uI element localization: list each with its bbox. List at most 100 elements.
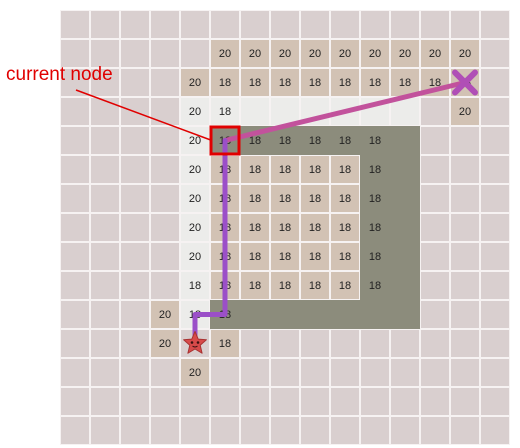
grid-cell-wall: 18 [360,155,390,184]
cell-cost-label: 18 [368,163,382,176]
grid-cell-empty [360,416,390,445]
grid-cell-empty [120,97,150,126]
grid-cell-empty [150,184,180,213]
grid-cell-visited: 20 [180,242,210,271]
grid-cell-empty [480,300,510,329]
cell-cost-label: 20 [188,134,202,147]
cell-cost-label: 18 [368,134,382,147]
grid-cell-open: 18 [210,242,240,271]
grid-cell-empty [150,387,180,416]
grid-cell-empty [300,416,330,445]
grid-cell-empty [90,271,120,300]
grid-cell-visited: 18 [180,271,210,300]
grid-cell-wall: 18 [360,184,390,213]
cell-cost-label: 18 [218,76,232,89]
grid-cell-empty [90,387,120,416]
grid-cell-empty [420,213,450,242]
grid-cell-empty [240,10,270,39]
grid-cell-wall [390,184,420,213]
grid-cell-empty [450,271,480,300]
cell-cost-label: 20 [188,163,202,176]
cell-cost-label: 18 [398,76,412,89]
grid-cell-empty [210,358,240,387]
grid-cell-empty [150,358,180,387]
cell-cost-label: 20 [188,221,202,234]
grid-cell-open: 18 [390,68,420,97]
grid-cell-wall [390,126,420,155]
grid-cell-empty [120,39,150,68]
grid-cell-empty [450,126,480,155]
grid-cell-empty [420,126,450,155]
grid-cell-empty [150,39,180,68]
grid-cell-open: 20 [450,97,480,126]
grid-cell-wall [240,300,270,329]
grid-cell-empty [450,300,480,329]
cell-cost-label: 18 [338,192,352,205]
grid-cell-visited [240,97,270,126]
cell-cost-label: 20 [308,47,322,60]
cell-cost-label: 20 [428,47,442,60]
grid-cell-empty [360,10,390,39]
grid-cell-wall: 18 [270,126,300,155]
grid-cell-empty [450,10,480,39]
grid-cell-empty [150,271,180,300]
cell-cost-label: 18 [338,221,352,234]
grid-cell-empty [420,271,450,300]
grid-cell-empty [60,300,90,329]
grid-cell-empty [420,416,450,445]
grid-cell-empty [150,155,180,184]
grid-cell-empty [300,387,330,416]
grid-cell-empty [90,213,120,242]
grid-cell-visited: 20 [180,97,210,126]
grid-cell-wall [330,300,360,329]
grid-cell-empty [360,387,390,416]
grid-cell-wall: 18 [210,300,240,329]
cell-cost-label: 18 [188,308,202,321]
grid-cell-empty [270,10,300,39]
grid-cell-empty [360,329,390,358]
grid-cell-empty [480,271,510,300]
cell-cost-label: 20 [248,47,262,60]
grid-cell-open: 20 [180,68,210,97]
grid-cell-empty [480,213,510,242]
grid-cell-empty [60,10,90,39]
cell-cost-label: 18 [308,134,322,147]
cell-cost-label: 20 [188,366,202,379]
grid-cell-empty [450,184,480,213]
grid-cell-empty [150,213,180,242]
cell-cost-label: 18 [368,279,382,292]
cell-cost-label: 18 [248,279,262,292]
grid-cell-open: 20 [360,39,390,68]
grid-cell-empty [150,126,180,155]
grid-cell-empty [60,213,90,242]
grid-cell-empty [420,10,450,39]
grid-cell-empty [90,358,120,387]
grid-cell-visited [360,97,390,126]
grid-cell-empty [450,358,480,387]
grid-cell-empty [390,416,420,445]
cell-cost-label: 20 [188,250,202,263]
grid-cell-empty [150,97,180,126]
grid-cell-empty [150,10,180,39]
grid-cell-empty [180,387,210,416]
cell-cost-label: 18 [218,163,232,176]
grid-cell-empty [180,416,210,445]
grid-cell-open: 20 [150,300,180,329]
grid-cell-empty [60,271,90,300]
grid-cell-visited [330,97,360,126]
grid-cell-open: 20 [420,39,450,68]
cell-cost-label: 18 [278,221,292,234]
grid-cell-empty [150,242,180,271]
cell-cost-label: 18 [218,279,232,292]
cell-cost-label: 18 [248,250,262,263]
grid-cell-empty [90,416,120,445]
grid-cell-empty [90,10,120,39]
grid-cell-empty [210,387,240,416]
cell-cost-label: 18 [278,192,292,205]
cell-cost-label: 18 [218,134,232,147]
grid-cell-empty [450,416,480,445]
grid-cell-visited: 18 [180,300,210,329]
grid-cell-open: 18 [210,68,240,97]
grid-cell-empty [90,329,120,358]
grid-cell-empty [330,358,360,387]
